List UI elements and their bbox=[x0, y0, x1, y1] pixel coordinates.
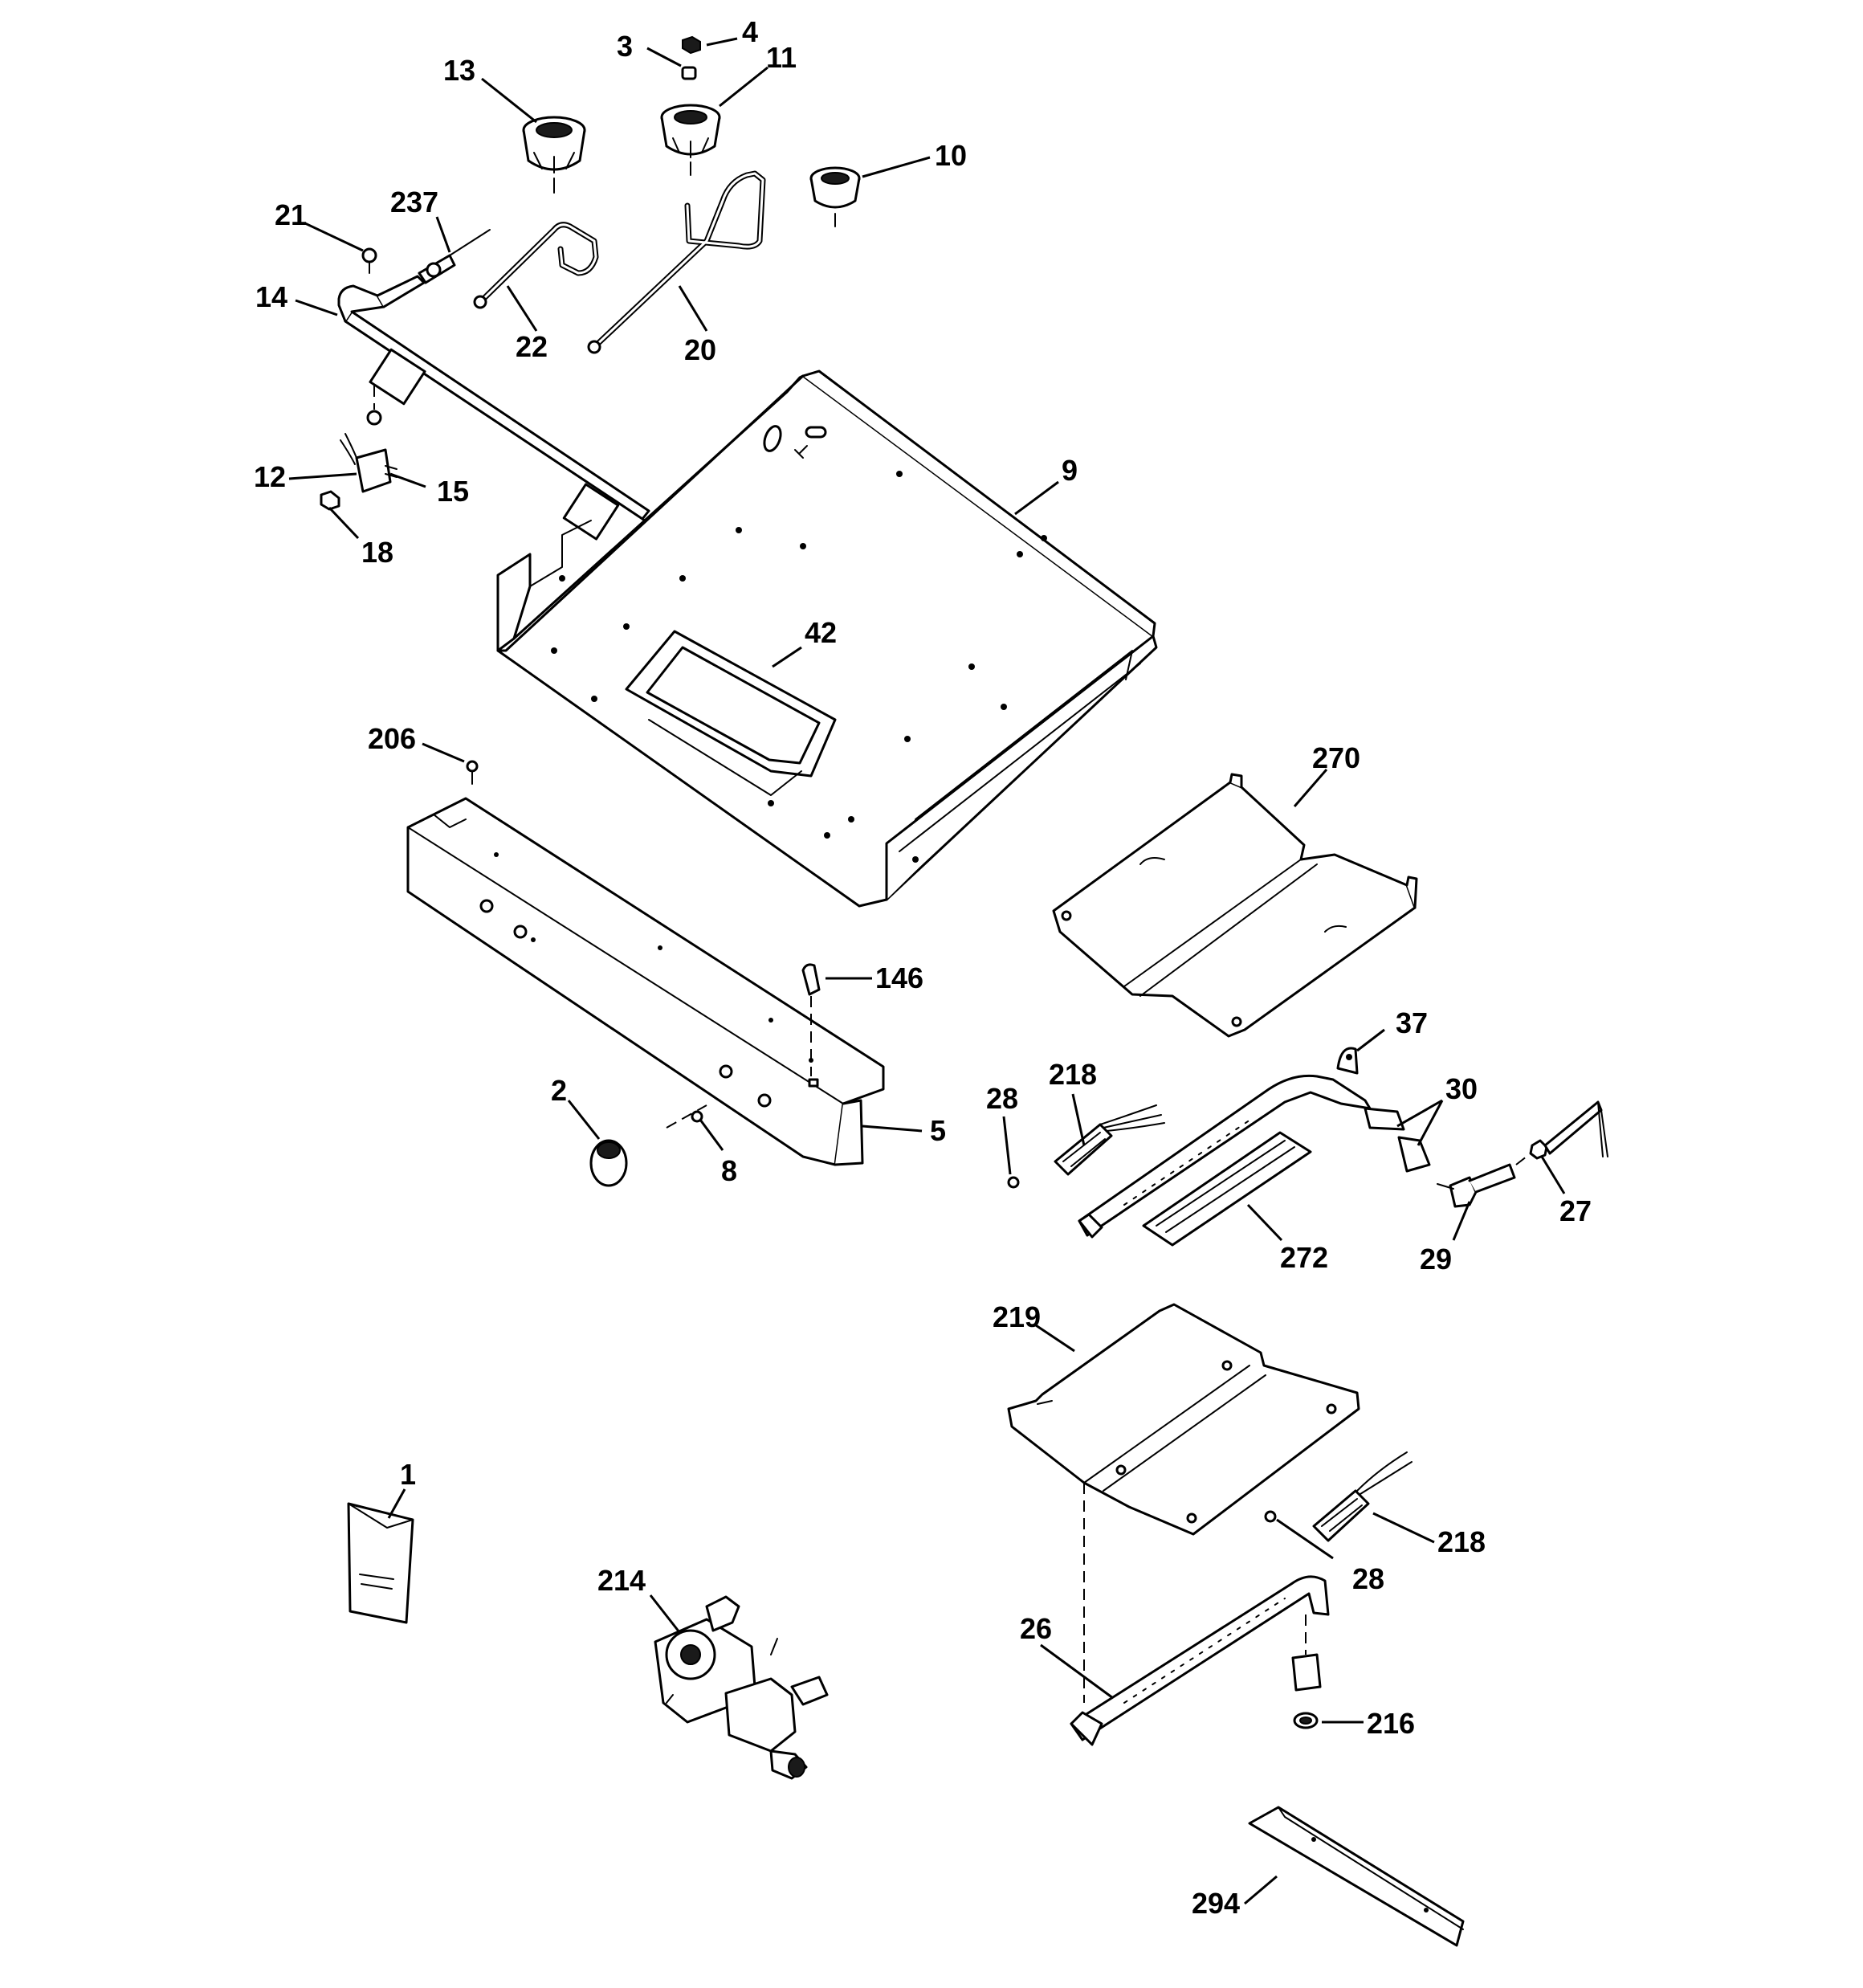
broil-burner-26[interactable] bbox=[1070, 1575, 1330, 1746]
bracket-37[interactable] bbox=[1336, 1047, 1359, 1075]
callout-30: 30 bbox=[1445, 1072, 1478, 1105]
valve-bracket-12[interactable] bbox=[340, 386, 392, 493]
callout-294: 294 bbox=[1192, 1887, 1240, 1920]
burner-nut-4[interactable] bbox=[682, 35, 701, 55]
air-shutter-30[interactable] bbox=[1364, 1107, 1431, 1173]
callout-20: 20 bbox=[684, 333, 716, 366]
literature-envelope-1[interactable] bbox=[347, 1502, 414, 1624]
callout-28-lower: 28 bbox=[1352, 1562, 1384, 1595]
callout-13: 13 bbox=[443, 54, 475, 87]
callout-18: 18 bbox=[361, 536, 393, 569]
manifold-pipe-14[interactable] bbox=[337, 275, 670, 556]
nut-216[interactable] bbox=[1293, 1712, 1319, 1729]
callout-9: 9 bbox=[1062, 454, 1078, 487]
orifice-holder-29[interactable] bbox=[1437, 1163, 1516, 1208]
callout-27: 27 bbox=[1559, 1194, 1592, 1227]
knob-2[interactable] bbox=[589, 1139, 628, 1187]
fitting-27[interactable] bbox=[1515, 1100, 1608, 1165]
callout-272: 272 bbox=[1280, 1241, 1328, 1274]
front-manifold-panel-5[interactable] bbox=[406, 797, 885, 1166]
ignitor-218-lower[interactable] bbox=[1312, 1451, 1413, 1542]
nut-18[interactable] bbox=[320, 490, 340, 511]
flame-spreader-272[interactable] bbox=[1142, 1131, 1312, 1247]
screw-28-lower[interactable] bbox=[1264, 1510, 1277, 1523]
callout-11: 11 bbox=[766, 41, 797, 74]
drawer-rail-294[interactable] bbox=[1248, 1806, 1465, 1947]
callout-29: 29 bbox=[1420, 1243, 1452, 1276]
ignitor-218-upper[interactable] bbox=[1054, 1104, 1165, 1176]
callout-146: 146 bbox=[875, 961, 923, 994]
callout-labels: 3 4 11 13 10 21 237 14 22 20 9 12 15 18 … bbox=[254, 15, 1592, 1920]
callout-14: 14 bbox=[255, 280, 287, 313]
callout-4: 4 bbox=[742, 15, 758, 48]
broiler-baffle-219[interactable] bbox=[1007, 1303, 1360, 1703]
burner-head-13[interactable] bbox=[522, 116, 586, 194]
callout-10: 10 bbox=[935, 139, 967, 172]
vent-cover-42[interactable] bbox=[625, 630, 837, 796]
callout-37: 37 bbox=[1396, 1006, 1428, 1039]
burner-box-tray-9[interactable] bbox=[496, 369, 1158, 908]
callout-206: 206 bbox=[368, 722, 416, 755]
screw-206[interactable] bbox=[466, 760, 479, 785]
callout-218-upper: 218 bbox=[1049, 1058, 1097, 1091]
clip-146[interactable] bbox=[801, 963, 821, 1076]
callout-3: 3 bbox=[617, 30, 633, 63]
callout-21: 21 bbox=[275, 198, 307, 231]
callout-219: 219 bbox=[993, 1300, 1041, 1333]
burner-head-11[interactable] bbox=[660, 104, 721, 176]
callout-26: 26 bbox=[1020, 1612, 1052, 1645]
bake-baffle-270[interactable] bbox=[1052, 773, 1418, 1038]
screw-21[interactable] bbox=[361, 247, 377, 274]
bake-burner-tube-upper[interactable] bbox=[1078, 1074, 1372, 1239]
oven-gas-valve-214[interactable] bbox=[654, 1595, 829, 1780]
callout-12: 12 bbox=[254, 460, 286, 493]
callout-5: 5 bbox=[930, 1114, 946, 1147]
callout-22: 22 bbox=[516, 330, 548, 363]
callout-270: 270 bbox=[1312, 741, 1360, 774]
screw-8[interactable] bbox=[666, 1104, 707, 1129]
callout-42: 42 bbox=[805, 616, 837, 649]
air-shutter-broil[interactable] bbox=[1291, 1614, 1322, 1692]
burner-tube-20[interactable] bbox=[587, 170, 766, 354]
callout-2: 2 bbox=[551, 1074, 567, 1107]
callout-214: 214 bbox=[597, 1564, 646, 1597]
callout-216: 216 bbox=[1367, 1707, 1415, 1740]
leader-lines bbox=[288, 37, 1566, 1905]
callout-8: 8 bbox=[721, 1154, 737, 1187]
callout-1: 1 bbox=[400, 1458, 416, 1491]
burner-head-10[interactable] bbox=[809, 166, 861, 227]
screw-28-upper[interactable] bbox=[1007, 1176, 1020, 1189]
callout-218-lower: 218 bbox=[1437, 1525, 1486, 1558]
burner-tube-22[interactable] bbox=[473, 222, 599, 309]
callout-237: 237 bbox=[390, 186, 438, 218]
callout-15: 15 bbox=[437, 475, 469, 508]
burner-cap-3[interactable] bbox=[681, 66, 697, 80]
orifice-237[interactable] bbox=[418, 229, 491, 284]
callout-28-upper: 28 bbox=[986, 1082, 1018, 1115]
